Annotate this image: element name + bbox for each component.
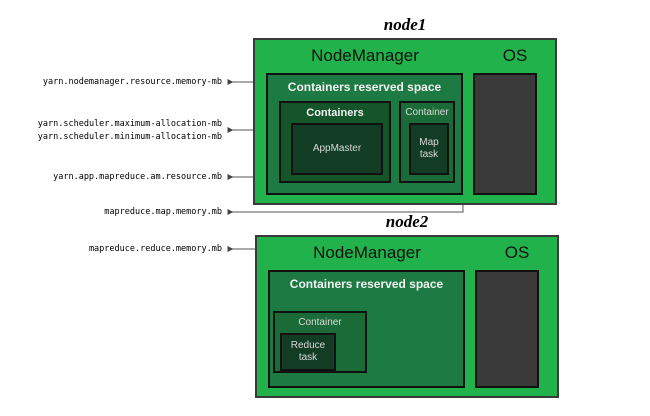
- node2-os-label: OS: [504, 243, 530, 262]
- node2-box: NodeManager OS Containers reserved space…: [255, 235, 559, 398]
- node1-title: node1: [383, 15, 427, 34]
- node1-containers-label: Containers: [306, 107, 364, 119]
- node1-os-memory-block: [473, 73, 537, 195]
- node2-reduce-task-label: Reduce task: [282, 340, 334, 364]
- annotation-scheduler-minimum-allocation-mb: yarn.scheduler.minimum-allocation-mb: [37, 132, 222, 142]
- node2-reserved-space-box: Containers reserved space Container Redu…: [268, 270, 465, 388]
- node1-box: NodeManager OS Containers reserved space…: [253, 38, 557, 205]
- node2-title: node2: [385, 212, 429, 231]
- node1-container-label: Container: [405, 107, 449, 118]
- node2-container-label: Container: [298, 317, 342, 328]
- annotation-app-mapreduce-am-resource-mb: yarn.app.mapreduce.am.resource.mb: [53, 172, 222, 182]
- node2-container-box: Container Reduce task: [273, 311, 367, 373]
- node1-appmaster-box: AppMaster: [291, 123, 383, 175]
- node1-containers-box: Containers AppMaster: [279, 101, 391, 183]
- node2-os-memory-block: [475, 270, 539, 388]
- reduce-task-line1: Reduce: [290, 340, 326, 351]
- node1-map-task-label: Map task: [411, 137, 447, 161]
- map-task-line1: Map: [419, 137, 439, 148]
- node2-reduce-task-box: Reduce task: [280, 333, 336, 371]
- node2-reserved-space-label: Containers reserved space: [289, 277, 444, 291]
- node1-reserved-space-label: Containers reserved space: [287, 80, 442, 94]
- node1-reserved-space-box: Containers reserved space Containers App…: [266, 73, 463, 195]
- reduce-task-line2: task: [298, 352, 318, 363]
- node1-os-label: OS: [502, 46, 528, 65]
- annotation-nodemanager-resource-memory-mb: yarn.nodemanager.resource.memory-mb: [42, 77, 222, 87]
- node2-nodemanager-label: NodeManager: [313, 243, 421, 262]
- annotation-mapreduce-map-memory-mb: mapreduce.map.memory.mb: [104, 207, 222, 217]
- annotation-mapreduce-reduce-memory-mb: mapreduce.reduce.memory.mb: [88, 244, 222, 254]
- node1-container-box: Container Map task: [399, 101, 455, 183]
- annotation-scheduler-maximum-allocation-mb: yarn.scheduler.maximum-allocation-mb: [37, 119, 222, 129]
- map-task-line2: task: [419, 149, 439, 160]
- node1-map-task-box: Map task: [409, 123, 449, 175]
- node1-nodemanager-label: NodeManager: [311, 46, 419, 65]
- node1-appmaster-label: AppMaster: [312, 143, 362, 154]
